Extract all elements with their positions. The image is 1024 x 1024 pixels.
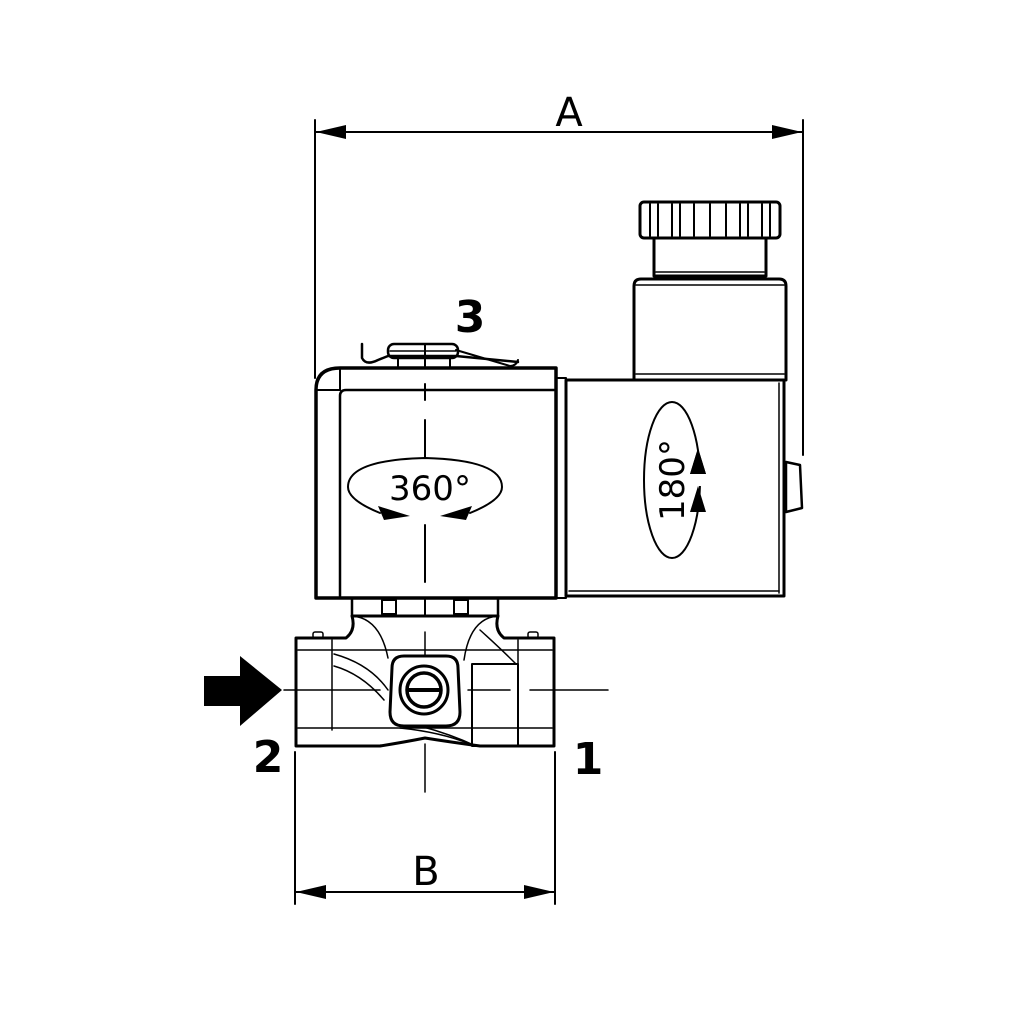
- flow-arrow-icon: [204, 656, 282, 726]
- dimension-b: [294, 751, 556, 905]
- dimension-b-label: B: [412, 849, 439, 895]
- port-1-label: 1: [573, 734, 604, 785]
- rotate-arrow-left-icon: [440, 506, 472, 520]
- connector-rotation-label: 180°: [653, 439, 693, 521]
- port-2-label: 2: [253, 732, 284, 783]
- rotate-arrow-up-icon: [690, 486, 706, 512]
- port-3-label: 3: [455, 292, 486, 343]
- knurl-lines: [649, 203, 771, 237]
- exhaust-port-cap: [360, 342, 520, 369]
- valve-body: [283, 614, 609, 793]
- connector-plug: [632, 200, 788, 382]
- armature-nut: [350, 596, 500, 618]
- dimension-a-label: A: [555, 90, 583, 136]
- dimension-a: [314, 119, 804, 456]
- solenoid-coil: [314, 366, 567, 600]
- coil-rotation-label: 360°: [389, 469, 471, 509]
- rotate-arrow-right-icon: [378, 506, 410, 520]
